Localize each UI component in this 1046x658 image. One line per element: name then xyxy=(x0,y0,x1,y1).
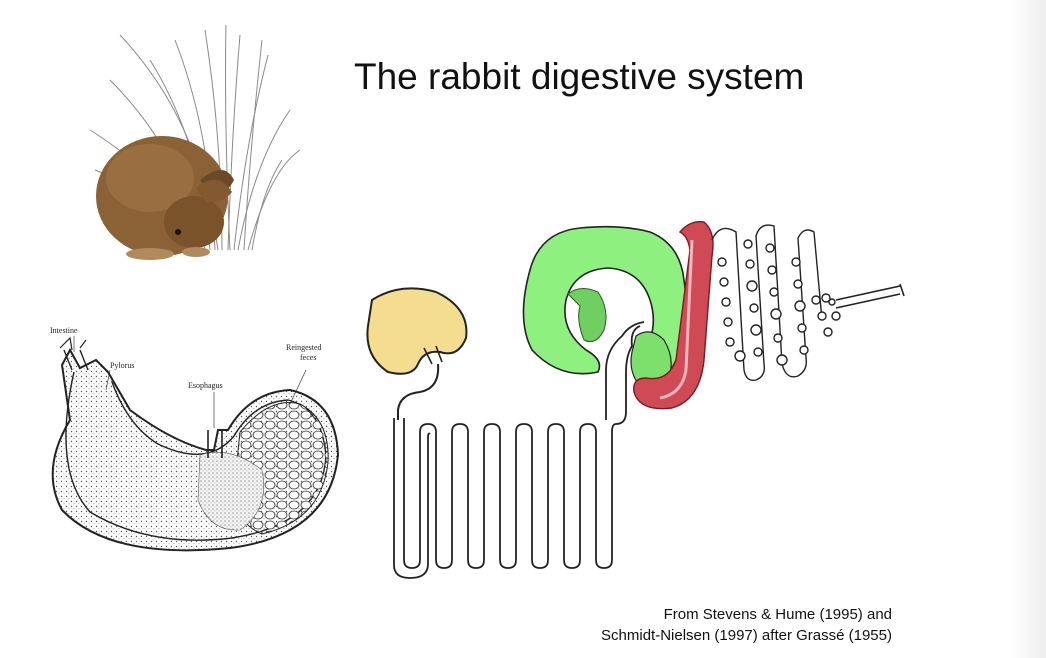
label-intestine: Intestine xyxy=(50,326,78,335)
credit-line-1: From Stevens & Hume (1995) and xyxy=(663,606,892,623)
label-feces: feces xyxy=(300,353,316,362)
tract-colon-lumen xyxy=(659,239,694,400)
label-pylorus: Pylorus xyxy=(110,361,134,370)
stomach-diagram: Intestine Pylorus Esophagus Reingested f… xyxy=(50,326,340,552)
slide-edge-shadow xyxy=(1010,0,1046,658)
stomach-outline xyxy=(51,336,340,552)
label-reingested: Reingested xyxy=(286,343,322,352)
small-intestine-loops xyxy=(393,321,645,579)
tract-colon-distal xyxy=(711,224,841,381)
figure-credit: From Stevens & Hume (1995) and Schmidt-N… xyxy=(601,604,892,646)
credit-line-2: Schmidt-Nielsen (1997) after Grassé (195… xyxy=(601,627,892,644)
digestive-tract-diagram xyxy=(366,221,905,579)
tract-small-intestine xyxy=(397,363,440,420)
slide-title: The rabbit digestive system xyxy=(354,56,805,97)
label-esophagus: Esophagus xyxy=(188,381,223,390)
tract-rectum xyxy=(835,283,905,309)
rabbit-illustration xyxy=(89,24,300,260)
tract-stomach xyxy=(366,287,468,375)
tract-colon-proximal xyxy=(633,221,714,410)
rabbit-body xyxy=(96,136,234,260)
tract-esophagus xyxy=(423,345,443,365)
stomach-label-leaders xyxy=(73,336,307,428)
tract-cecum-inner xyxy=(567,288,607,343)
